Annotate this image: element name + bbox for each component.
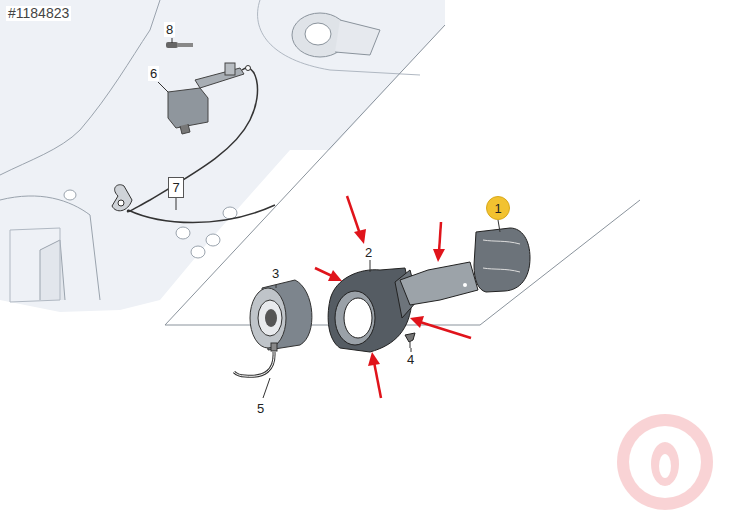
highlighted-callout: 1 (486, 196, 510, 220)
boxed-callout: 7 (168, 177, 184, 198)
part-number: #1184823 (6, 6, 71, 21)
callout-number: 3 (270, 266, 281, 281)
callout-number: 4 (405, 352, 416, 367)
callout-number: 2 (363, 245, 374, 260)
callout-number: 7 (172, 180, 179, 195)
callout-number: 5 (255, 401, 266, 416)
callout-number: 8 (164, 22, 175, 37)
callout-number: 1 (494, 201, 501, 216)
callout-number: 6 (148, 66, 159, 81)
